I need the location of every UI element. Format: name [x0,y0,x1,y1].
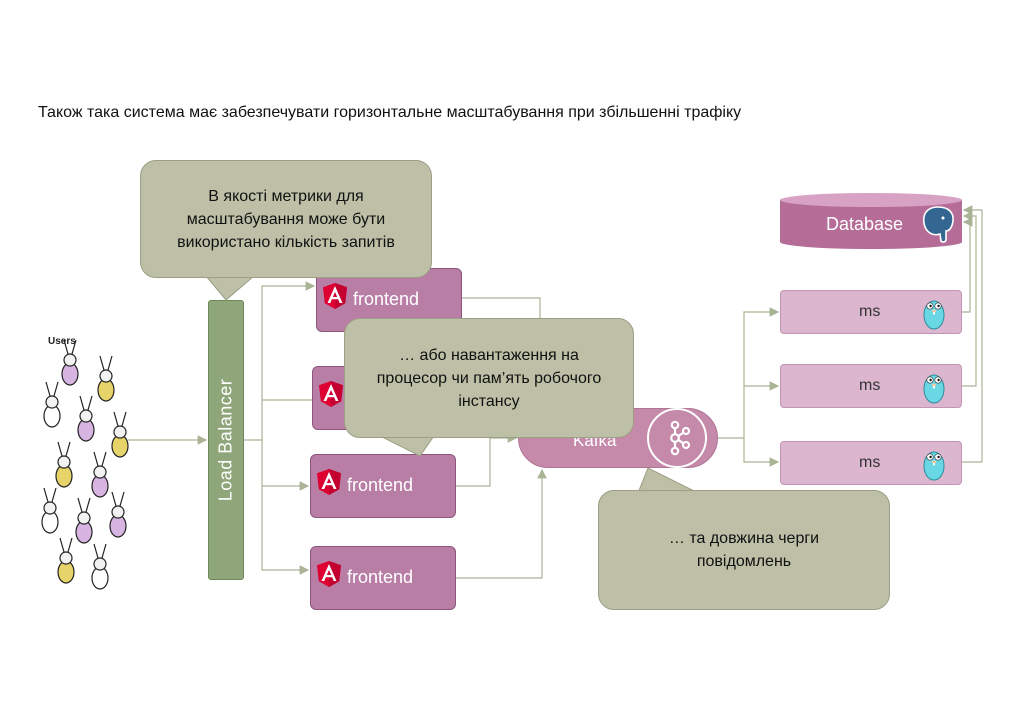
lb-to-frontend-1-arrow [244,281,316,441]
gopher-icon [923,451,945,481]
ms-label: ms [859,454,881,471]
frontend-3-to-kafka-arrow [456,433,518,487]
microservice-box: ms [780,441,962,485]
gopher-icon [923,374,945,404]
ms-2-to-db-arrow [962,211,977,387]
microservice-box: ms [780,364,962,408]
cartoon-crowd-icon [41,339,129,590]
callout-metric-pointer [204,276,258,301]
angular-icon [317,469,341,495]
ms-label: ms [859,303,881,320]
ms-3-to-db-arrow [962,205,983,463]
callout-cpu-text: … або навантаження на процесор чи пам’ят… [376,346,602,410]
frontend-4-to-kafka-arrow [456,468,547,579]
kafka-to-ms-1-arrow [743,307,780,438]
users-group: Users [30,332,140,612]
frontend-label: frontend [347,567,414,587]
kafka-to-ms-3-arrow [743,438,780,467]
users-label: Users [48,336,76,347]
callout-metric-text: В якості метрики для масштабування може … [177,187,395,251]
microservice-box: ms [780,290,962,334]
database-label: Database [826,214,904,234]
kafka-icon [647,408,707,468]
callout-metric: В якості метрики для масштабування може … [140,160,432,278]
frontend-box: frontend [310,454,456,518]
frontend-1-to-kafka-line [462,297,541,318]
frontend-label: frontend [353,289,420,309]
callout-cpu-pointer [376,436,438,457]
lb-to-frontend-4-arrow [261,486,310,575]
callout-queue: … та довжина черги повідомлень [598,490,890,610]
database: Database [780,192,962,250]
load-balancer: Load Balancer [208,300,244,580]
ms-label: ms [859,377,881,394]
callout-queue-text: … та довжина черги повідомлень [668,530,820,570]
lb-to-frontend-3-arrow [261,440,310,491]
frontend-box: frontend [310,546,456,610]
angular-icon [323,283,347,309]
slide-title: Також така система має забезпечувати гор… [38,104,742,121]
gopher-icon [923,300,945,330]
frontend-label: frontend [347,475,414,495]
angular-icon [317,561,341,587]
angular-icon [319,381,343,407]
load-balancer-label: Load Balancer [215,378,236,502]
callout-cpu: … або навантаження на процесор чи пам’ят… [344,318,634,438]
ms-1-to-db-arrow [962,217,973,313]
postgresql-icon [922,206,954,243]
